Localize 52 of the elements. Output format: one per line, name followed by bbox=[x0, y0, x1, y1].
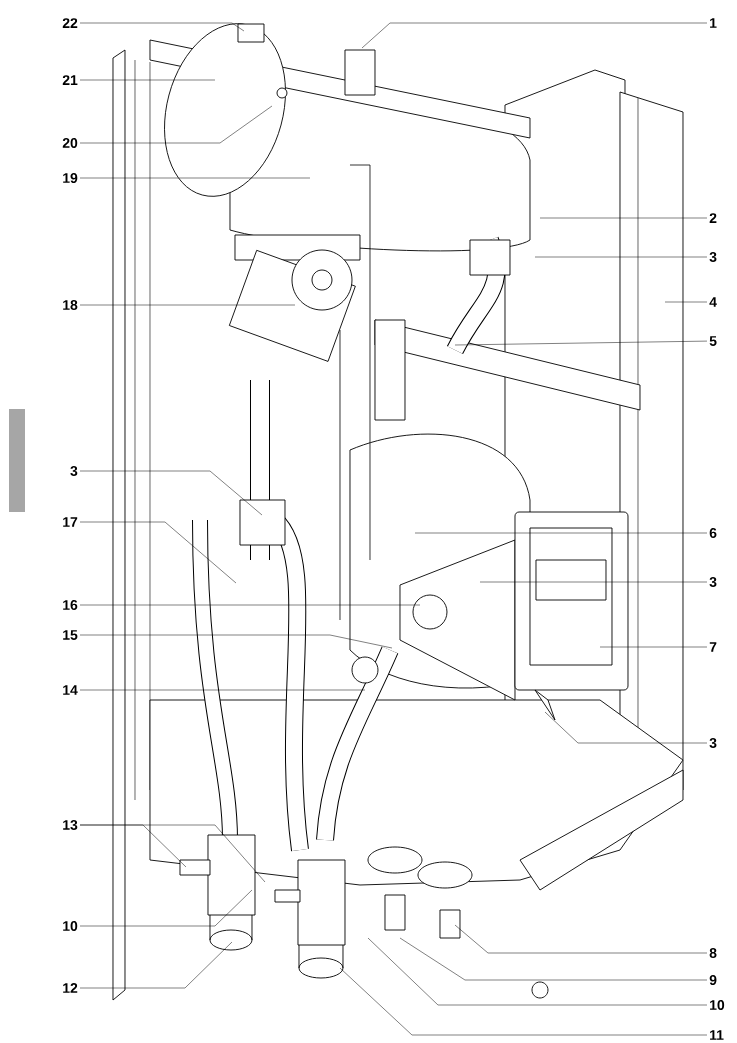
callout-number: 3 bbox=[709, 738, 717, 748]
callout-number: 11 bbox=[710, 1030, 724, 1040]
callout-number: 10 bbox=[710, 1000, 725, 1010]
callout-number: 2 bbox=[709, 213, 717, 223]
leader-line bbox=[367, 937, 708, 1006]
leader-line bbox=[599, 646, 708, 648]
leader-line bbox=[361, 22, 708, 49]
callout-number: 16 bbox=[63, 600, 78, 610]
callout-number: 6 bbox=[709, 528, 717, 538]
leader-line bbox=[79, 689, 366, 691]
leader-line bbox=[79, 304, 296, 306]
leader-line bbox=[79, 521, 237, 584]
leader-line bbox=[544, 711, 708, 744]
callout-number: 12 bbox=[63, 983, 78, 993]
callout-number: 20 bbox=[62, 138, 78, 148]
leader-line bbox=[79, 105, 273, 144]
callout-number: 7 bbox=[709, 642, 717, 652]
leader-line bbox=[454, 924, 708, 954]
callout-number: 19 bbox=[63, 173, 78, 183]
callout-number: 13 bbox=[63, 820, 78, 830]
callout-number: 17 bbox=[63, 517, 78, 527]
callout-number: 18 bbox=[63, 300, 78, 310]
callout-number: 3 bbox=[70, 466, 78, 476]
callout-number: 9 bbox=[709, 975, 717, 985]
callout-number: 3 bbox=[709, 252, 717, 262]
leader-line bbox=[79, 79, 216, 81]
callout-number: 3 bbox=[709, 577, 717, 587]
leader-line bbox=[539, 217, 708, 219]
leader-line bbox=[534, 256, 708, 258]
leader-line bbox=[79, 604, 421, 606]
callout-number: 5 bbox=[709, 336, 717, 346]
leader-line bbox=[454, 340, 708, 346]
leader-line bbox=[399, 937, 708, 981]
callout-number: 8 bbox=[709, 948, 717, 958]
leader-line bbox=[339, 967, 708, 1036]
leader-line bbox=[79, 470, 263, 516]
callout-number: 22 bbox=[62, 18, 78, 28]
leader-line bbox=[79, 824, 266, 883]
leader-line bbox=[479, 581, 708, 583]
callout-number: 14 bbox=[63, 685, 78, 695]
leader-line bbox=[79, 177, 311, 179]
callout-number: 1 bbox=[710, 18, 717, 28]
callout-number: 21 bbox=[62, 75, 78, 85]
callout-number: 15 bbox=[63, 630, 78, 640]
leader-line bbox=[664, 301, 708, 303]
leader-line bbox=[414, 532, 708, 534]
leader-line bbox=[79, 889, 253, 927]
leader-line bbox=[79, 941, 233, 989]
leader-line bbox=[79, 634, 393, 649]
callout-number: 10 bbox=[63, 921, 78, 931]
callout-number: 4 bbox=[709, 297, 717, 307]
leader-line bbox=[79, 22, 245, 32]
